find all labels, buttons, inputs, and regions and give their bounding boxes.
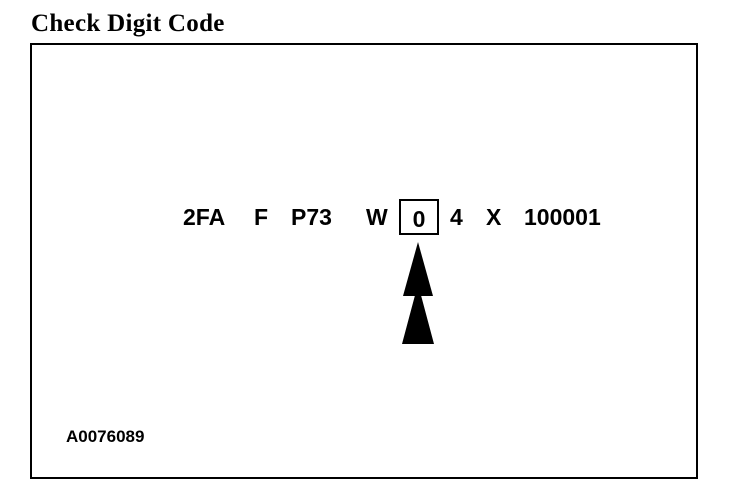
reference-code: A0076089 xyxy=(66,427,145,446)
diagram-title: Check Digit Code xyxy=(31,10,225,37)
vin-segment-2: F xyxy=(254,204,269,230)
up-arrow-icon xyxy=(402,242,434,344)
vin-segment-4: W xyxy=(366,204,388,230)
diagram-frame xyxy=(30,43,698,479)
vin-check-digit: 0 xyxy=(412,206,426,232)
vin-segment-8: 100001 xyxy=(524,204,601,230)
vin-segment-1: 2FA xyxy=(183,204,226,230)
check-digit-box: 0 xyxy=(399,199,439,235)
vin-segment-7: X xyxy=(486,204,502,230)
vin-segment-6: 4 xyxy=(450,204,463,230)
vin-segment-3: P73 xyxy=(291,204,332,230)
